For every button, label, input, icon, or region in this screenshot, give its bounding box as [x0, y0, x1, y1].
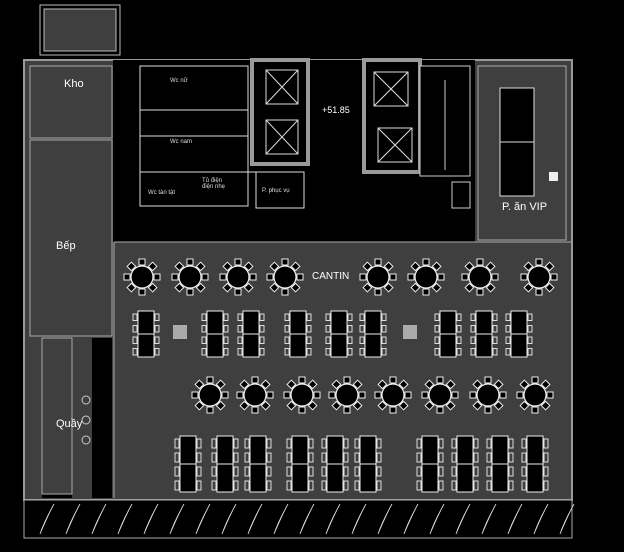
- facade-panel: [195, 503, 211, 535]
- facade: [23, 499, 573, 539]
- rect-table: [237, 310, 265, 358]
- round-table: [171, 258, 209, 296]
- rect-table: [174, 435, 202, 493]
- label-vip: P. ăn VIP: [502, 201, 548, 213]
- facade-panel: [65, 503, 81, 535]
- round-table: [374, 376, 412, 414]
- rect-table: [284, 310, 312, 358]
- elevator-left: [250, 58, 310, 166]
- stair-tower: [39, 4, 121, 56]
- rect-table: [359, 310, 387, 358]
- round-table: [283, 376, 321, 414]
- column: [403, 325, 417, 339]
- round-table: [191, 376, 229, 414]
- round-table: [421, 376, 459, 414]
- facade-panel: [169, 503, 185, 535]
- rect-table: [416, 435, 444, 493]
- core-zone: [113, 60, 363, 242]
- rect-table: [286, 435, 314, 493]
- facade-panel: [507, 503, 523, 535]
- level-mark: +51.85: [322, 105, 350, 115]
- room-kho: [29, 65, 113, 139]
- rect-table: [434, 310, 462, 358]
- facade-panel: [351, 503, 367, 535]
- round-table: [461, 258, 499, 296]
- round-table: [328, 376, 366, 414]
- label-wc-tan-tat: Wc tàn tật: [148, 190, 176, 196]
- facade-panel: [273, 503, 289, 535]
- facade-panel: [533, 503, 549, 535]
- rect-table: [321, 435, 349, 493]
- round-table: [520, 258, 558, 296]
- facade-panel: [325, 503, 341, 535]
- facade-panel: [221, 503, 237, 535]
- room-bep: [29, 139, 113, 337]
- label-quay: Quầy: [56, 418, 83, 430]
- rect-table: [505, 310, 533, 358]
- rect-table: [325, 310, 353, 358]
- round-table: [407, 258, 445, 296]
- rect-table: [486, 435, 514, 493]
- round-table: [359, 258, 397, 296]
- facade-panel: [299, 503, 315, 535]
- facade-panel: [377, 503, 393, 535]
- facade-panel: [117, 503, 133, 535]
- label-wc-nu: Wc nữ: [170, 78, 188, 84]
- label-bep: Bếp: [56, 240, 76, 252]
- facade-panel: [481, 503, 497, 535]
- facade-panel: [403, 503, 419, 535]
- round-table: [469, 376, 507, 414]
- elevator-right: [362, 58, 422, 174]
- facade-panel: [91, 503, 107, 535]
- room-quay: [41, 337, 73, 495]
- rect-table: [211, 435, 239, 493]
- stair: [419, 65, 471, 177]
- facade-panel: [455, 503, 471, 535]
- rect-table: [354, 435, 382, 493]
- rect-table: [132, 310, 160, 358]
- round-table: [516, 376, 554, 414]
- label-cantin: CANTIN: [312, 271, 350, 282]
- round-table: [266, 258, 304, 296]
- rect-table: [244, 435, 272, 493]
- facade-panel: [39, 503, 55, 535]
- rect-table: [521, 435, 549, 493]
- round-table: [123, 258, 161, 296]
- round-table: [219, 258, 257, 296]
- rect-table: [451, 435, 479, 493]
- label-kho: Kho: [64, 78, 84, 90]
- round-table: [236, 376, 274, 414]
- facade-panel: [429, 503, 445, 535]
- column: [173, 325, 187, 339]
- facade-panel: [247, 503, 263, 535]
- facade-panel: [143, 503, 159, 535]
- facade-panel: [559, 503, 575, 535]
- label-phong-phuc-vu: P. phục vụ: [262, 188, 290, 194]
- rect-table: [201, 310, 229, 358]
- label-tu-dien: Tủ điện điện nhẹ: [202, 178, 226, 190]
- rect-table: [470, 310, 498, 358]
- label-wc-nam: Wc nam: [170, 139, 193, 145]
